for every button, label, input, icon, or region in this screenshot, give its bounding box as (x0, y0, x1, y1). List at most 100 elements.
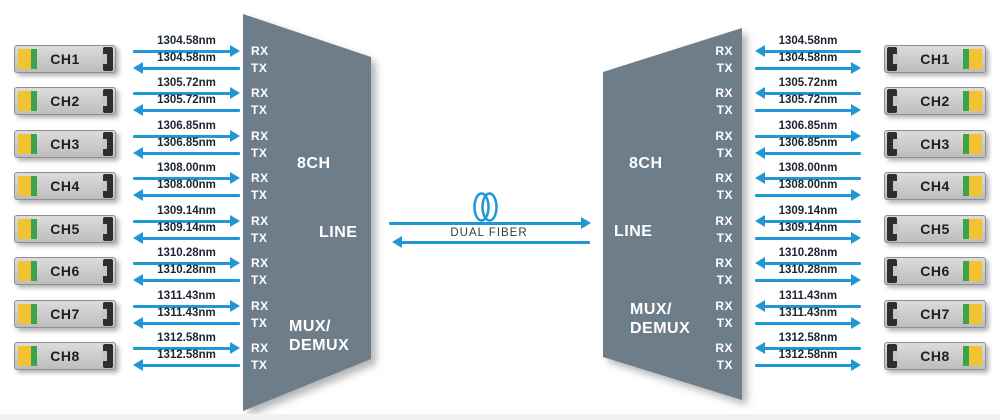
wavelength-arrow-right-top-ch8 (755, 341, 861, 354)
transceiver-ch5-left-green-stripe (31, 219, 37, 239)
transceiver-ch6-left-bracket (103, 259, 113, 283)
transceiver-ch3-right-yellow-stripe (969, 134, 982, 154)
right-unit-mux-line1: MUX/ (630, 301, 672, 318)
transceiver-ch5-right-notch (893, 224, 898, 234)
transceiver-ch3-left: CH3 (14, 130, 116, 158)
transceiver-ch4-left-notch (102, 181, 107, 191)
transceiver-ch4-right-green-stripe (963, 176, 969, 196)
transceiver-ch4-left-green-stripe (31, 176, 37, 196)
transceiver-ch5-right: CH5 (884, 215, 986, 243)
transceiver-ch1-left: CH1 (14, 45, 116, 73)
transceiver-ch7-right-notch (893, 309, 898, 319)
transceiver-ch2-right-yellow-stripe (969, 91, 982, 111)
transceiver-ch3-left-yellow-stripe (18, 134, 31, 154)
left-unit-tx-port-ch3: TX (251, 146, 268, 160)
transceiver-ch1-left-green-stripe (31, 49, 37, 69)
transceiver-ch4-left: CH4 (14, 172, 116, 200)
transceiver-ch7-left-label: CH7 (50, 306, 80, 322)
transceiver-ch1-right-label: CH1 (920, 51, 950, 67)
right-unit-tx-port-ch1: TX (716, 61, 733, 75)
transceiver-ch8-right-notch (893, 351, 898, 361)
dual-fiber-arrow-right (389, 217, 591, 229)
wavelength-arrow-left-bottom-ch6 (133, 273, 240, 286)
wavelength-label-left-top-ch2: 1305.72nm (157, 77, 216, 89)
transceiver-ch5-right-green-stripe (963, 219, 969, 239)
right-mux-demux-shape (603, 28, 742, 400)
right-unit-8ch-label: 8CH (629, 155, 663, 172)
wavelength-arrow-right-top-ch2 (755, 86, 861, 99)
transceiver-ch1-right-notch (893, 54, 898, 64)
wavelength-label-right-top-ch4: 1308.00nm (778, 162, 838, 174)
left-unit-8ch-label: 8CH (297, 155, 331, 172)
transceiver-ch8-left-bracket (103, 344, 113, 368)
transceiver-ch1-right-yellow-stripe (969, 49, 982, 69)
wavelength-label-right-bottom-ch5: 1309.14nm (778, 222, 838, 234)
transceiver-ch6-left-notch (102, 266, 107, 276)
right-unit-rx-port-ch3: RX (715, 129, 733, 143)
wavelength-arrow-left-bottom-ch7 (133, 316, 240, 329)
right-unit-rx-port-ch2: RX (715, 86, 733, 100)
wavelength-label-right-top-ch6: 1310.28nm (778, 247, 838, 259)
transceiver-ch5-left-bracket (103, 217, 113, 241)
wavelength-arrow-right-bottom-ch3 (755, 146, 861, 159)
transceiver-ch6-right-yellow-stripe (969, 261, 982, 281)
transceiver-ch7-left-green-stripe (31, 304, 37, 324)
wavelength-label-left-bottom-ch1: 1304.58nm (157, 52, 216, 64)
left-unit-line-label: LINE (319, 224, 358, 241)
transceiver-ch7-right: CH7 (884, 300, 986, 328)
wavelength-arrow-left-top-ch1 (133, 44, 240, 57)
left-unit-rx-port-ch7: RX (251, 299, 269, 313)
transceiver-ch7-right-yellow-stripe (969, 304, 982, 324)
left-unit-tx-port-ch8: TX (251, 358, 268, 372)
wavelength-arrow-left-bottom-ch2 (133, 103, 240, 116)
right-unit-tx-port-ch5: TX (716, 231, 733, 245)
wavelength-label-left-top-ch5: 1309.14nm (157, 205, 216, 217)
transceiver-ch4-right: CH4 (884, 172, 986, 200)
transceiver-ch1-right: CH1 (884, 45, 986, 73)
transceiver-ch7-left-yellow-stripe (18, 304, 31, 324)
transceiver-ch2-right-notch (893, 96, 898, 106)
left-unit-mux-line1: MUX/ (289, 318, 331, 335)
transceiver-ch2-right-bracket (887, 89, 897, 113)
transceiver-ch3-left-notch (102, 139, 107, 149)
right-unit-tx-port-ch7: TX (716, 316, 733, 330)
transceiver-ch6-right: CH6 (884, 257, 986, 285)
transceiver-ch3-right-label: CH3 (920, 136, 950, 152)
right-unit-muxdemux-label: MUX/ DEMUX (630, 300, 690, 338)
left-unit-tx-port-ch6: TX (251, 273, 268, 287)
wavelength-arrow-right-bottom-ch7 (755, 316, 861, 329)
transceiver-ch8-left: CH8 (14, 342, 116, 370)
transceiver-ch3-left-green-stripe (31, 134, 37, 154)
transceiver-ch4-right-yellow-stripe (969, 176, 982, 196)
transceiver-ch2-left-label: CH2 (50, 93, 80, 109)
transceiver-ch5-right-yellow-stripe (969, 219, 982, 239)
transceiver-ch5-right-label: CH5 (920, 221, 950, 237)
fiber-coil-icon (473, 192, 498, 222)
transceiver-ch5-left: CH5 (14, 215, 116, 243)
dual-fiber-arrow-left (392, 236, 590, 248)
transceiver-ch7-right-label: CH7 (920, 306, 950, 322)
wavelength-label-right-top-ch5: 1309.14nm (778, 205, 838, 217)
transceiver-ch4-left-yellow-stripe (18, 176, 31, 196)
transceiver-ch7-left-bracket (103, 302, 113, 326)
right-unit-rx-port-ch7: RX (715, 299, 733, 313)
transceiver-ch8-right-bracket (887, 344, 897, 368)
transceiver-ch1-left-yellow-stripe (18, 49, 31, 69)
wavelength-arrow-left-top-ch4 (133, 171, 240, 184)
left-unit-tx-port-ch7: TX (251, 316, 268, 330)
transceiver-ch4-left-label: CH4 (50, 178, 80, 194)
wavelength-label-left-bottom-ch7: 1311.43nm (157, 307, 216, 319)
transceiver-ch3-right: CH3 (884, 130, 986, 158)
wavelength-arrow-left-top-ch8 (133, 341, 240, 354)
transceiver-ch3-right-notch (893, 139, 898, 149)
left-unit-tx-port-ch5: TX (251, 231, 268, 245)
wavelength-label-right-bottom-ch6: 1310.28nm (778, 264, 838, 276)
left-unit-muxdemux-label: MUX/ DEMUX (289, 317, 349, 355)
transceiver-ch3-right-green-stripe (963, 134, 969, 154)
right-unit-tx-port-ch8: TX (716, 358, 733, 372)
wavelength-arrow-right-bottom-ch8 (755, 358, 861, 371)
wavelength-label-right-bottom-ch4: 1308.00nm (778, 179, 838, 191)
wavelength-label-left-top-ch4: 1308.00nm (157, 162, 216, 174)
transceiver-ch4-right-bracket (887, 174, 897, 198)
left-unit-rx-port-ch8: RX (251, 341, 269, 355)
